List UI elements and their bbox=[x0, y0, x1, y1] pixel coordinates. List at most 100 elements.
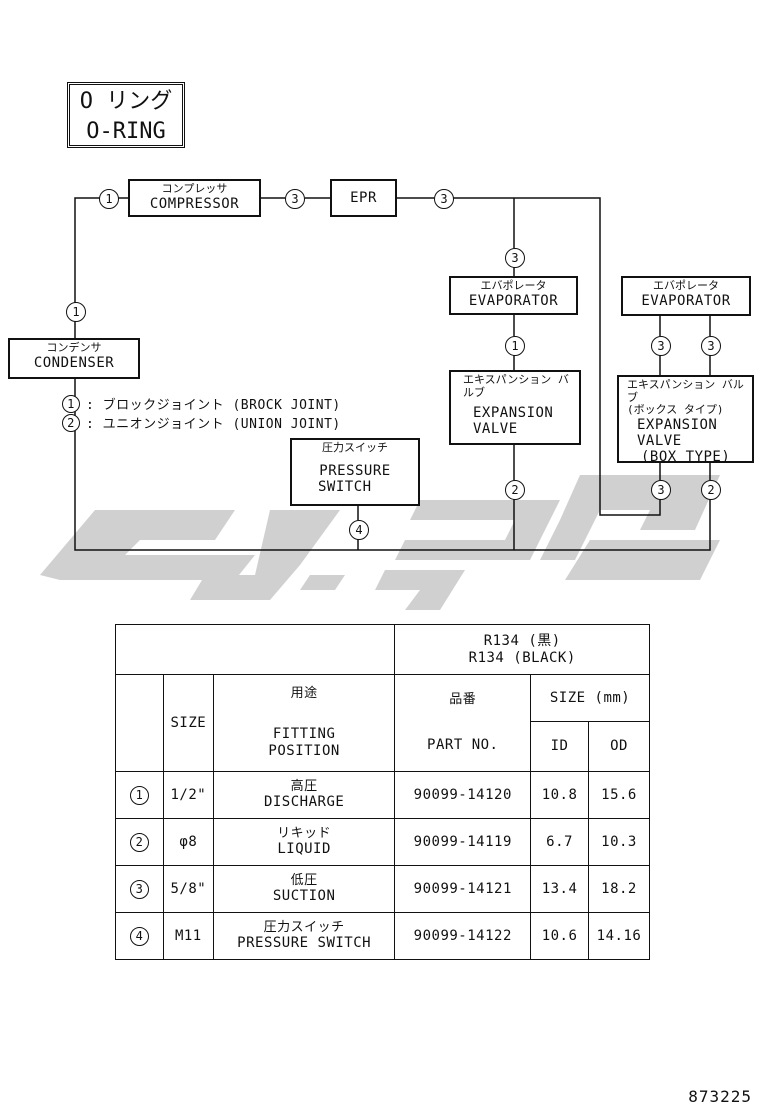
row-size: 5/8" bbox=[162, 865, 214, 913]
col-size-mm-header: SIZE (mm) bbox=[530, 674, 650, 722]
joint-marker: 2 bbox=[505, 480, 525, 500]
condenser-box: コンデンサ CONDENSER bbox=[8, 338, 140, 379]
joint-marker: 1 bbox=[66, 302, 86, 322]
refrigerant-header-jp: R134 (黒) bbox=[483, 632, 561, 649]
joint-marker: 3 bbox=[285, 189, 305, 209]
expansion-valve-1-label-2: VALVE bbox=[473, 421, 518, 438]
row-index: 2 bbox=[129, 832, 149, 852]
expansion-valve-1-label-1: EXPANSION bbox=[473, 405, 554, 422]
expansion-valve-2-label-2: VALVE bbox=[637, 433, 682, 450]
col-id-header: ID bbox=[530, 721, 590, 772]
joint-marker: 4 bbox=[349, 520, 369, 540]
row-fitting-en: LIQUID bbox=[277, 841, 331, 858]
title-en: O-RING bbox=[86, 119, 166, 144]
row-fitting-jp: 低圧 bbox=[290, 872, 318, 888]
row-part-no: 90099-14119 bbox=[394, 818, 532, 866]
o-ring-spec-table: R134 (黒) R134 (BLACK) SIZE 用途 FITTING PO… bbox=[114, 624, 650, 960]
expansion-valve-2-box: エキスパンション バルブ (ボックス タイプ) EXPANSION VALVE … bbox=[617, 375, 754, 466]
drawing-code: 873225 bbox=[688, 1087, 752, 1106]
col-part-header: 品番 PART NO. bbox=[394, 674, 532, 772]
row-od: 15.6 bbox=[588, 771, 650, 819]
row-size: 1/2" bbox=[162, 771, 214, 819]
row-fitting-en: PRESSURE SWITCH bbox=[237, 935, 372, 952]
joint-marker: 1 bbox=[505, 336, 525, 356]
row-index: 3 bbox=[129, 879, 149, 899]
legend-text: : ブロックジョイント (BROCK JOINT) bbox=[86, 398, 341, 413]
evaporator-2-box: エバポレータ EVAPORATOR bbox=[621, 276, 751, 316]
col-od-header: OD bbox=[588, 721, 650, 772]
col-fitting-en-1: FITTING bbox=[272, 726, 336, 742]
row-size: φ8 bbox=[162, 818, 214, 866]
table-header-blank bbox=[114, 624, 396, 675]
row-id: 6.7 bbox=[530, 818, 590, 866]
title-jp: O リング bbox=[79, 89, 173, 114]
row-index: 1 bbox=[129, 785, 149, 805]
expansion-valve-1-label-jp: エキスパンション バルブ bbox=[463, 373, 569, 399]
evaporator-1-label-jp: エバポレータ bbox=[480, 279, 547, 292]
row-fitting-jp: リキッド bbox=[277, 825, 332, 841]
expansion-valve-2-label-1: EXPANSION bbox=[637, 416, 718, 433]
row-size: M11 bbox=[162, 912, 214, 960]
table-header-index bbox=[115, 674, 164, 772]
row-od: 18.2 bbox=[588, 865, 650, 913]
row-id: 13.4 bbox=[530, 865, 590, 913]
col-fitting-en-2: POSITION bbox=[268, 742, 340, 759]
legend-text: : ユニオンジョイント (UNION JOINT) bbox=[86, 417, 341, 432]
evaporator-1-box: エバポレータ EVAPORATOR bbox=[449, 276, 578, 315]
col-part-jp: 品番 bbox=[449, 691, 477, 707]
col-size-header: SIZE bbox=[162, 674, 214, 772]
row-od: 10.3 bbox=[588, 818, 650, 866]
row-index: 4 bbox=[129, 926, 149, 946]
joint-marker: 3 bbox=[434, 189, 454, 209]
row-id: 10.6 bbox=[530, 912, 590, 960]
expansion-valve-1-box: エキスパンション バルブ EXPANSION VALVE bbox=[449, 370, 581, 445]
row-fitting-jp: 高圧 bbox=[290, 778, 318, 794]
evaporator-2-label: EVAPORATOR bbox=[641, 292, 731, 309]
evaporator-1-label: EVAPORATOR bbox=[468, 292, 559, 309]
expansion-valve-2-label-3: (BOX TYPE) bbox=[641, 449, 731, 466]
legend-marker: 1 bbox=[62, 394, 80, 413]
expansion-valve-2-label-jp-1: エキスパンション バルブ bbox=[627, 378, 744, 404]
row-fitting-jp: 圧力スイッチ bbox=[263, 919, 345, 935]
condenser-label-jp: コンデンサ bbox=[46, 341, 102, 354]
col-fitting-header: 用途 FITTING POSITION bbox=[212, 674, 396, 772]
refrigerant-header-en: R134 (BLACK) bbox=[468, 649, 576, 666]
pressure-switch-box: 圧力スイッチ PRESSURE SWITCH bbox=[290, 438, 420, 506]
joint-marker: 3 bbox=[701, 336, 721, 356]
col-part-en: PART NO. bbox=[427, 737, 499, 754]
epr-label: EPR bbox=[350, 190, 377, 206]
refrigerant-header: R134 (黒) R134 (BLACK) bbox=[394, 624, 650, 675]
joint-marker: 3 bbox=[651, 336, 671, 356]
joint-marker: 3 bbox=[651, 480, 671, 500]
legend-item-brock-joint: 1 : ブロックジョイント (BROCK JOINT) bbox=[62, 394, 341, 413]
compressor-label-jp: コンプレッサ bbox=[161, 182, 228, 195]
row-od: 14.16 bbox=[588, 912, 650, 960]
row-part-no: 90099-14122 bbox=[394, 912, 532, 960]
joint-marker: 1 bbox=[99, 189, 119, 209]
col-fitting-jp: 用途 bbox=[290, 686, 318, 702]
pressure-switch-label-2: SWITCH bbox=[318, 478, 372, 495]
row-fitting-en: SUCTION bbox=[272, 888, 336, 905]
row-part-no: 90099-14120 bbox=[394, 771, 532, 819]
pipe-lines bbox=[74, 197, 711, 551]
joint-marker: 3 bbox=[505, 248, 525, 268]
pressure-switch-label-1: PRESSURE bbox=[319, 462, 391, 479]
joint-marker: 2 bbox=[701, 480, 721, 500]
expansion-valve-2-label-jp-2: (ボックス タイプ) bbox=[627, 403, 724, 417]
compressor-label: COMPRESSOR bbox=[149, 195, 240, 212]
row-fitting-en: DISCHARGE bbox=[263, 794, 345, 811]
compressor-box: コンプレッサ COMPRESSOR bbox=[128, 179, 261, 217]
legend-item-union-joint: 2 : ユニオンジョイント (UNION JOINT) bbox=[62, 413, 341, 432]
row-part-no: 90099-14121 bbox=[394, 865, 532, 913]
condenser-label: CONDENSER bbox=[33, 354, 115, 371]
o-ring-title: O リング O-RING bbox=[67, 82, 185, 148]
pressure-switch-label-jp: 圧力スイッチ bbox=[322, 441, 388, 454]
row-id: 10.8 bbox=[530, 771, 590, 819]
evaporator-2-label-jp: エバポレータ bbox=[653, 279, 719, 292]
legend-marker: 2 bbox=[62, 413, 80, 432]
